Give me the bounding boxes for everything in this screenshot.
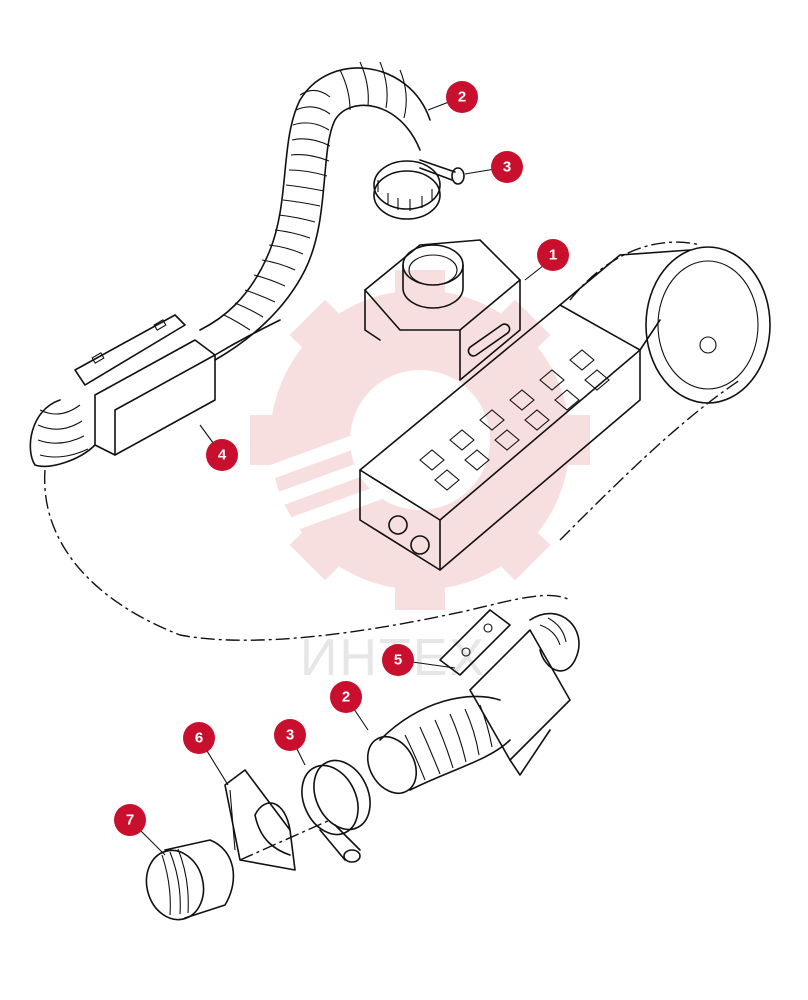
hose-clamp-top (373, 159, 465, 220)
rear-hose-bracket (439, 609, 580, 776)
svg-text:5: 5 (394, 652, 402, 669)
callout-1-badge: 1 (537, 239, 569, 271)
mounting-plate-bracket (224, 769, 296, 871)
callout-2-bottom-badge: 2 (330, 681, 362, 713)
duct-adapter-bracket (364, 239, 521, 381)
svg-text:3: 3 (503, 159, 511, 176)
hose-support-bracket (29, 314, 281, 468)
svg-text:4: 4 (218, 447, 227, 464)
hose-routing-line (44, 469, 571, 641)
callout-4-badge: 4 (206, 439, 238, 471)
callout-2-top-badge: 2 (446, 81, 478, 113)
svg-text:2: 2 (458, 89, 466, 106)
callout-6-badge: 6 (183, 722, 215, 754)
callout-7-badge: 7 (114, 804, 146, 836)
hose-clamp-bottom (301, 759, 371, 863)
flexible-hose-bottom (366, 695, 511, 795)
outlet-nozzle (145, 819, 331, 921)
callout-5-badge: 5 (382, 644, 414, 676)
svg-text:2: 2 (342, 689, 350, 706)
svg-text:6: 6 (195, 730, 203, 747)
watermark-gear-logo (243, 270, 590, 610)
svg-text:3: 3 (286, 727, 294, 744)
drum-belt-line (559, 241, 741, 541)
flexible-hose-top (199, 61, 431, 361)
svg-text:1: 1 (549, 247, 557, 264)
callout-3-bottom-badge: 3 (274, 719, 306, 751)
svg-text:7: 7 (126, 812, 134, 829)
callout-3-top-badge: 3 (491, 151, 523, 183)
heater-fan-housing (359, 246, 771, 571)
